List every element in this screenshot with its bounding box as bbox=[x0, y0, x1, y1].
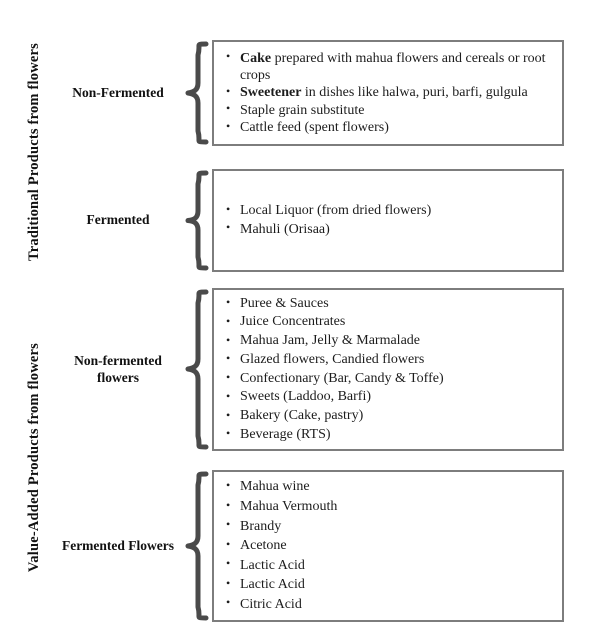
list-item-text: Confectionary (Bar, Candy & Toffe) bbox=[240, 370, 444, 386]
list-item: Beverage (RTS) bbox=[226, 425, 552, 445]
curly-brace-icon bbox=[182, 40, 212, 146]
list-item-text: Glazed flowers, Candied flowers bbox=[240, 351, 425, 367]
curly-brace-icon bbox=[182, 169, 212, 272]
list-item: Glazed flowers, Candied flowers bbox=[226, 350, 552, 370]
row-non-fermented-flowers: Non-fermented flowers Puree & Sauces Jui… bbox=[58, 288, 608, 451]
list-item: Mahua Vermouth bbox=[226, 497, 552, 517]
list-item-text: Staple grain substitute bbox=[240, 102, 365, 118]
list-item-text: Beverage (RTS) bbox=[240, 426, 331, 442]
list-item-text: Juice Concentrates bbox=[240, 314, 346, 330]
item-list: Cake prepared with mahua flowers and cer… bbox=[226, 49, 552, 137]
list-item-text: Acetone bbox=[240, 538, 287, 554]
list-item: Lactic Acid bbox=[226, 555, 552, 576]
list-item-text: Mahua wine bbox=[240, 479, 310, 495]
content-box-fermented-flowers: Mahua wine Mahua Vermouth Brandy Acetone… bbox=[212, 470, 564, 622]
list-item-text: Bakery (Cake, pastry) bbox=[240, 408, 364, 423]
list-item-text: Lactic Acid bbox=[240, 557, 305, 573]
list-item: Bakery (Cake, pastry) bbox=[226, 407, 552, 426]
list-item: Mahua wine bbox=[226, 477, 552, 497]
list-item: Juice Concentrates bbox=[226, 313, 552, 332]
list-item: Acetone bbox=[226, 536, 552, 556]
item-list: Mahua wine Mahua Vermouth Brandy Acetone… bbox=[226, 477, 552, 614]
list-item-lead: Cake bbox=[240, 50, 272, 66]
list-item: Sweetener in dishes like halwa, puri, ba… bbox=[226, 84, 552, 101]
spine-traditional-products: Traditional Products from flowers bbox=[14, 18, 54, 286]
spine-value-added-products: Value-Added Products from flowers bbox=[14, 292, 54, 624]
item-list: Local Liquor (from dried flowers) Mahuli… bbox=[226, 202, 552, 238]
list-item: Local Liquor (from dried flowers) bbox=[226, 202, 552, 220]
list-item-text: Brandy bbox=[240, 518, 282, 534]
list-item-text: Mahuli (Orisaa) bbox=[240, 221, 330, 237]
list-item: Cake prepared with mahua flowers and cer… bbox=[226, 49, 552, 85]
curly-brace-icon bbox=[182, 288, 212, 451]
list-item-text: Puree & Sauces bbox=[240, 295, 329, 311]
curly-brace-icon bbox=[182, 470, 212, 622]
list-item: Citric Acid bbox=[226, 594, 552, 615]
list-item: Cattle feed (spent flowers) bbox=[226, 119, 552, 136]
spine-value-added-products-label: Value-Added Products from flowers bbox=[25, 343, 42, 573]
row-non-fermented-traditional: Non-Fermented Cake prepared with mahua f… bbox=[58, 40, 608, 146]
category-label-non-fermented-flowers: Non-fermented flowers bbox=[74, 352, 162, 385]
item-list: Puree & Sauces Juice Concentrates Mahua … bbox=[226, 294, 552, 445]
list-item-text: Lactic Acid bbox=[240, 577, 305, 593]
list-item-text: Sweets (Laddoo, Barfi) bbox=[240, 389, 372, 405]
row-fermented-flowers: Fermented Flowers Mahua wine Mahua Vermo… bbox=[58, 470, 608, 622]
list-item: Mahuli (Orisaa) bbox=[226, 220, 552, 239]
category-label-fermented-flowers: Fermented Flowers bbox=[61, 537, 175, 553]
list-item-text: Mahua Jam, Jelly & Marmalade bbox=[240, 333, 421, 348]
row-fermented-traditional: Fermented Local Liquor (from dried flowe… bbox=[58, 169, 608, 272]
list-item-text: Citric Acid bbox=[240, 596, 302, 612]
list-item: Sweets (Laddoo, Barfi) bbox=[226, 388, 552, 407]
list-item: Staple grain substitute bbox=[226, 101, 552, 119]
list-item-text: Cattle feed (spent flowers) bbox=[240, 120, 389, 136]
category-label-fermented-traditional: Fermented bbox=[86, 212, 150, 228]
list-item: Confectionary (Bar, Candy & Toffe) bbox=[226, 369, 552, 389]
list-item: Lactic Acid bbox=[226, 575, 552, 595]
list-item-text: Mahua Vermouth bbox=[240, 499, 338, 515]
spine-traditional-products-label: Traditional Products from flowers bbox=[25, 42, 42, 262]
content-box-non-fermented-traditional: Cake prepared with mahua flowers and cer… bbox=[212, 40, 564, 146]
category-label-non-fermented-traditional: Non-Fermented bbox=[72, 84, 164, 100]
list-item: Mahua Jam, Jelly & Marmalade bbox=[226, 332, 552, 351]
list-item: Brandy bbox=[226, 516, 552, 537]
list-item-text: Local Liquor (from dried flowers) bbox=[240, 203, 432, 219]
list-item-text: in dishes like halwa, puri, barfi, gulgu… bbox=[301, 85, 528, 101]
list-item-text: prepared with mahua flowers and cereals … bbox=[240, 50, 546, 83]
list-item: Puree & Sauces bbox=[226, 294, 552, 314]
content-box-non-fermented-flowers: Puree & Sauces Juice Concentrates Mahua … bbox=[212, 288, 564, 451]
list-item-lead: Sweetener bbox=[240, 85, 302, 101]
content-box-fermented-traditional: Local Liquor (from dried flowers) Mahuli… bbox=[212, 169, 564, 272]
